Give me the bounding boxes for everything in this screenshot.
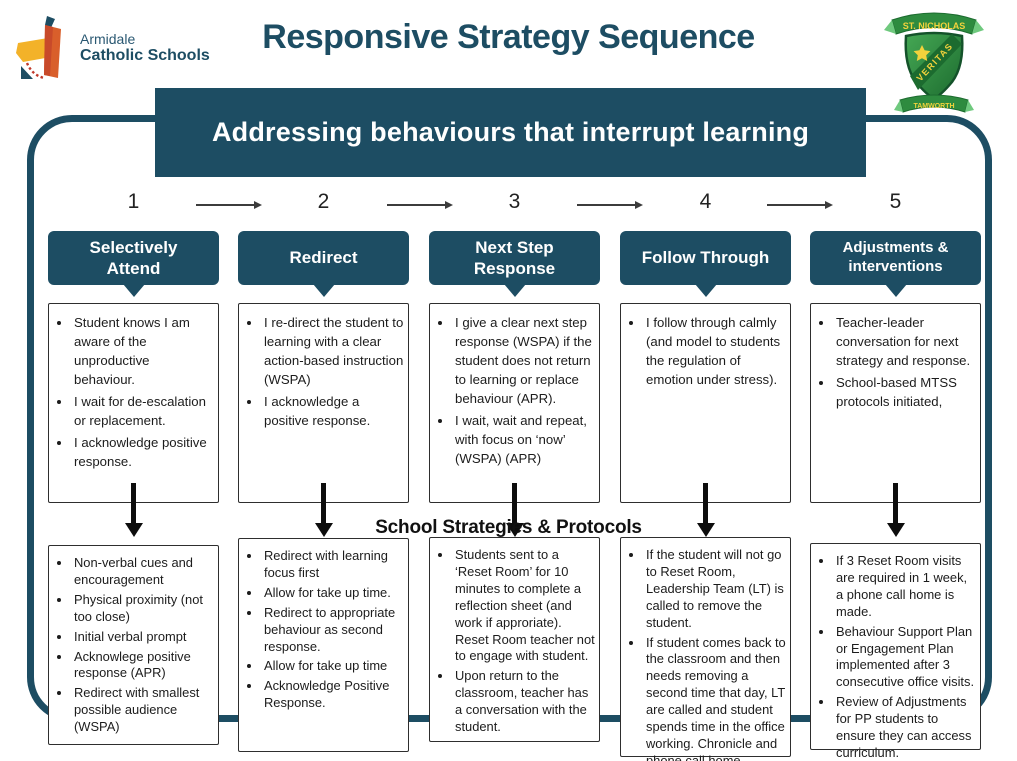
page-title: Responsive Strategy Sequence xyxy=(262,18,755,56)
bullet-item: Acknowledge Positive Response. xyxy=(262,678,404,712)
cross-logo-icon xyxy=(16,16,61,80)
step-number-3: 3 xyxy=(508,190,521,213)
down-arrow-icon xyxy=(620,483,791,537)
bullet-item: Review of Adjustments for PP students to… xyxy=(834,694,976,761)
bullet-item: Non-verbal cues and encouragement xyxy=(72,555,214,589)
school-strategies-protocols-label: School Strategies & Protocols xyxy=(375,517,642,538)
column-header-label: Redirect xyxy=(289,248,358,268)
bullet-item: Allow for take up time xyxy=(262,658,404,675)
pointer-down-icon xyxy=(884,284,907,297)
logo-org-line1: Armidale xyxy=(80,31,136,47)
bullet-item: Teacher-leader conversation for next str… xyxy=(834,313,976,370)
logo-text: Armidale Catholic Schools xyxy=(80,31,210,65)
column-header-follow-through: Follow Through xyxy=(620,231,791,297)
column-header-label: Selectively Attend xyxy=(89,237,178,278)
bullet-item: I wait for de-escalation or replacement. xyxy=(72,392,214,430)
bullet-item: Redirect with learning focus first xyxy=(262,548,404,582)
down-arrow-icon xyxy=(810,483,981,537)
column-header-label: Adjustments & interventions xyxy=(842,239,949,275)
down-arrow-icon xyxy=(48,483,219,537)
column-header-label: Next Step Response xyxy=(473,237,556,278)
bullet-item: I follow through calmly (and model to st… xyxy=(644,313,786,389)
bullet-item: Upon return to the classroom, teacher ha… xyxy=(453,668,595,736)
step-number-5: 5 xyxy=(889,190,902,213)
bullet-item: I give a clear next step response (WSPA)… xyxy=(453,313,595,408)
step-number-2: 2 xyxy=(317,190,330,213)
crest-bottom-ribbon-text: TAMWORTH xyxy=(913,103,954,110)
step-number-1: 1 xyxy=(127,190,140,213)
logo-org-line2: Catholic Schools xyxy=(80,47,210,64)
crest-top-ribbon-text: ST. NICHOLAS xyxy=(903,21,966,31)
bullet-item: I re-direct the student to learning with… xyxy=(262,313,404,389)
teacher-strategy-box-5: Teacher-leader conversation for next str… xyxy=(810,303,981,503)
column-header-next-step-response: Next Step Response xyxy=(429,231,600,297)
column-header-redirect: Redirect xyxy=(238,231,409,297)
teacher-strategy-box-4: I follow through calmly (and model to st… xyxy=(620,303,791,503)
column-header-label: Follow Through xyxy=(641,248,770,268)
bullet-item: Students sent to a ‘Reset Room’ for 10 m… xyxy=(453,547,595,665)
teacher-strategy-box-1: Student knows I am aware of the unproduc… xyxy=(48,303,219,503)
pointer-down-icon xyxy=(312,284,335,297)
bullet-item: I wait, wait and repeat, with focus on ‘… xyxy=(453,411,595,468)
bullet-item: Acknowlege positive response (APR) xyxy=(72,649,214,683)
bullet-item: If student comes back to the classroom a… xyxy=(644,635,786,761)
banner: Addressing behaviours that interrupt lea… xyxy=(155,88,866,177)
bullet-item: Behaviour Support Plan or Engagement Pla… xyxy=(834,624,976,692)
st-nicholas-crest-icon: ST. NICHOLAS VERITAS TAMWORTH xyxy=(884,12,984,113)
step-number-4: 4 xyxy=(699,190,712,213)
school-protocol-box-4: If the student will not go to Reset Room… xyxy=(620,537,791,761)
school-protocol-box-2: Redirect with learning focus first Allow… xyxy=(238,538,409,752)
school-protocol-box-3: Students sent to a ‘Reset Room’ for 10 m… xyxy=(429,537,600,742)
right-arrow-icon xyxy=(387,200,453,210)
pointer-down-icon xyxy=(694,284,717,297)
down-arrow-icon xyxy=(238,483,409,537)
bullet-item: Redirect to appropriate behaviour as sec… xyxy=(262,605,404,656)
right-arrow-icon xyxy=(767,200,833,210)
bullet-item: Student knows I am aware of the unproduc… xyxy=(72,313,214,389)
school-protocol-box-1: Non-verbal cues and encouragement Physic… xyxy=(48,545,219,745)
bullet-item: School-based MTSS protocols initiated, xyxy=(834,373,976,411)
bullet-item: Initial verbal prompt xyxy=(72,629,214,646)
school-protocol-box-5: If 3 Reset Room visits are required in 1… xyxy=(810,543,981,760)
column-header-selectively-attend: Selectively Attend xyxy=(48,231,219,297)
bullet-item: If 3 Reset Room visits are required in 1… xyxy=(834,553,976,621)
armidale-catholic-schools-logo: Armidale Catholic Schools xyxy=(14,16,210,80)
school-crest: ST. NICHOLAS VERITAS TAMWORTH xyxy=(882,4,986,127)
bullet-item: I acknowledge a positive response. xyxy=(262,392,404,430)
right-arrow-icon xyxy=(577,200,643,210)
down-arrow-icon xyxy=(429,483,600,537)
bullet-item: Physical proximity (not too close) xyxy=(72,592,214,626)
right-arrow-icon xyxy=(196,200,262,210)
bullet-item: Allow for take up time. xyxy=(262,585,404,602)
column-header-adjustments-interventions: Adjustments & interventions xyxy=(810,231,981,297)
pointer-down-icon xyxy=(503,284,526,297)
teacher-strategy-box-3: I give a clear next step response (WSPA)… xyxy=(429,303,600,503)
bullet-item: If the student will not go to Reset Room… xyxy=(644,547,786,632)
banner-title: Addressing behaviours that interrupt lea… xyxy=(211,117,810,147)
bullet-item: Redirect with smallest possible audience… xyxy=(72,685,214,736)
teacher-strategy-box-2: I re-direct the student to learning with… xyxy=(238,303,409,503)
pointer-down-icon xyxy=(122,284,145,297)
bullet-item: I acknowledge positive response. xyxy=(72,433,214,471)
